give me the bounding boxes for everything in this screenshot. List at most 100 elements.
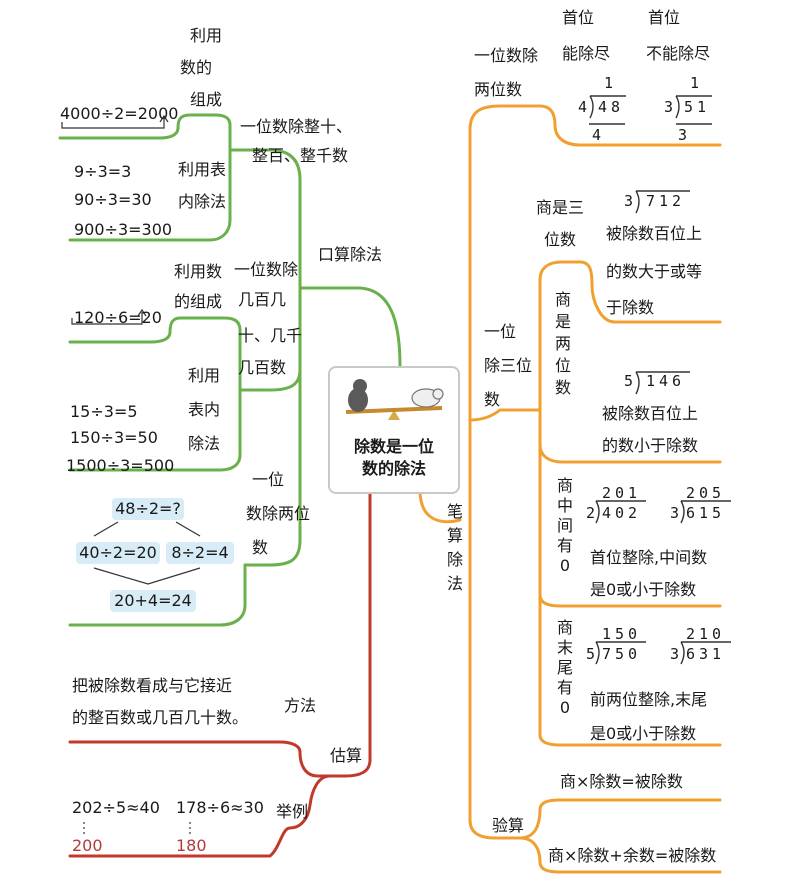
c2-label-3: 两 bbox=[554, 334, 571, 353]
c3-div2-divisor: 3 bbox=[670, 504, 680, 522]
c1-label-2: 位数 bbox=[544, 230, 577, 249]
c3-div1-quotient: 201 bbox=[602, 484, 642, 502]
div1-divisor: 4 bbox=[578, 98, 588, 116]
oral-b1-sub2-example-2: 90÷3=30 bbox=[74, 190, 152, 209]
check-formula-2: 商×除数+余数=被除数 bbox=[548, 846, 717, 865]
c3-label-4: 有 bbox=[556, 536, 573, 555]
oral-b2-label-1: 一位数除 bbox=[234, 260, 299, 279]
c4-label-3: 尾 bbox=[556, 658, 573, 677]
oral-b1-sub2-label-1: 利用表 bbox=[178, 160, 227, 179]
c2-label-4: 位 bbox=[554, 356, 571, 375]
estimate-example-label: 举例 bbox=[276, 802, 309, 821]
oral-b2-sub2-example-2: 150÷3=50 bbox=[70, 428, 158, 447]
c1-label-1: 商是三 bbox=[536, 198, 585, 217]
div2-product: 3 bbox=[678, 126, 688, 144]
oral-b3-top-box: 48÷2=? bbox=[112, 498, 184, 520]
oral-b2-sub2-label-3: 除法 bbox=[188, 434, 221, 453]
two-digit-label-2: 两位数 bbox=[474, 80, 523, 99]
two-digit-col2-title-1: 首位 bbox=[648, 8, 681, 27]
c4-text-1: 前两位整除,末尾 bbox=[590, 690, 708, 709]
three-digit-label-2: 除三位 bbox=[484, 356, 533, 375]
c2-divisor: 5 bbox=[624, 372, 634, 390]
c4-div2-divisor: 3 bbox=[670, 645, 680, 663]
c1-text-1: 被除数百位上 bbox=[606, 224, 703, 243]
estimate-example-2-approx: 180 bbox=[176, 836, 207, 855]
oral-b2-sub2-example-1: 15÷3=5 bbox=[70, 402, 138, 421]
estimate-method-label: 方法 bbox=[284, 696, 317, 715]
oral-b1-sub2-label-2: 内除法 bbox=[178, 192, 227, 211]
c4-label-1: 商 bbox=[556, 618, 573, 637]
oral-b1-sub1-label-2: 数的 bbox=[180, 58, 213, 77]
oral-b2-sub2-example-3: 1500÷3=500 bbox=[66, 456, 175, 475]
oral-b1-sub1-label-1: 利用 bbox=[190, 26, 223, 45]
c1-dividend: 712 bbox=[646, 192, 686, 210]
div2-divisor: 3 bbox=[664, 98, 674, 116]
check-formula-1: 商×除数=被除数 bbox=[560, 772, 683, 791]
div1-product: 4 bbox=[592, 126, 602, 144]
oral-b2-sub1-example: 120÷6=20 bbox=[74, 308, 162, 327]
c2-label-5: 数 bbox=[554, 378, 571, 397]
center-title: 除数是一位 数的除法 bbox=[353, 437, 434, 478]
estimate-example-1: 202÷5≈40 bbox=[72, 798, 160, 817]
three-digit-label-3: 数 bbox=[484, 390, 501, 409]
oral-b3-right-box: 8÷2=4 bbox=[166, 542, 234, 564]
oral-b2-label-4: 几百数 bbox=[238, 358, 287, 377]
div2-dividend: 51 bbox=[684, 98, 711, 116]
estimate-label: 估算 bbox=[330, 746, 363, 765]
c3-text-2: 是0或小于除数 bbox=[590, 580, 697, 599]
dog-sheep-seesaw-icon bbox=[345, 379, 444, 420]
oral-b2-sub2-label-1: 利用 bbox=[188, 366, 221, 385]
c1-text-3: 于除数 bbox=[606, 298, 655, 317]
written-label-2: 算 bbox=[446, 526, 463, 545]
c2-text-2: 的数小于除数 bbox=[602, 436, 699, 455]
c4-label-4: 有 bbox=[556, 678, 573, 697]
c4-text-2: 是0或小于除数 bbox=[590, 724, 697, 743]
c4-div1-divisor: 5 bbox=[586, 645, 596, 663]
oral-b1-label-1: 一位数除整十、 bbox=[240, 117, 353, 136]
c3-div1-divisor: 2 bbox=[586, 504, 596, 522]
c1-divisor: 3 bbox=[624, 192, 634, 210]
oral-b3-bottom-box: 20+4=24 bbox=[110, 590, 196, 612]
oral-b3-label-2: 数除两位 bbox=[246, 504, 311, 523]
c4-div1-dividend: 750 bbox=[602, 645, 642, 663]
estimate-example-1-approx: 200 bbox=[72, 836, 103, 855]
c3-label-1: 商 bbox=[556, 476, 573, 495]
div1-quotient: 1 bbox=[604, 74, 614, 92]
oral-b1-sub2-example-1: 9÷3=3 bbox=[74, 162, 132, 181]
oral-b2-label-3: 十、几千 bbox=[238, 326, 303, 345]
c2-label-1: 商 bbox=[554, 290, 571, 309]
oral-b1-label-2: 整百、整千数 bbox=[252, 146, 349, 165]
c3-label-3: 间 bbox=[556, 516, 573, 535]
div1-dividend: 48 bbox=[598, 98, 625, 116]
oral-label: 口算除法 bbox=[318, 245, 383, 264]
c3-div1-dividend: 402 bbox=[602, 504, 642, 522]
estimate-example-2: 178÷6≈30 bbox=[176, 798, 264, 817]
two-digit-col1-title-2: 能除尽 bbox=[562, 44, 611, 63]
c3-label-5: 0 bbox=[559, 556, 571, 575]
three-digit-label-1: 一位 bbox=[484, 322, 517, 341]
c3-text-1: 首位整除,中间数 bbox=[590, 548, 708, 567]
c4-label-2: 末 bbox=[556, 638, 573, 657]
div2-quotient: 1 bbox=[690, 74, 700, 92]
c1-text-2: 的数大于或等 bbox=[606, 262, 703, 281]
c4-div2-dividend: 631 bbox=[686, 645, 726, 663]
c2-dividend: 146 bbox=[646, 372, 686, 390]
c3-div2-dividend: 615 bbox=[686, 504, 726, 522]
written-label-4: 法 bbox=[446, 574, 463, 593]
oral-b2-sub2-label-2: 表内 bbox=[188, 400, 221, 419]
oral-b3-label-3: 数 bbox=[252, 538, 269, 557]
two-digit-label-1: 一位数除 bbox=[474, 46, 539, 65]
written-label-1: 笔 bbox=[446, 502, 463, 521]
c2-text-1: 被除数百位上 bbox=[602, 404, 699, 423]
oral-b2-sub1-label-2: 的组成 bbox=[174, 292, 223, 311]
check-label: 验算 bbox=[492, 816, 525, 835]
c3-label-2: 中 bbox=[556, 496, 573, 515]
center-node: 除数是一位 数的除法 bbox=[328, 366, 460, 494]
c4-div1-quotient: 150 bbox=[602, 625, 642, 643]
oral-b1-sub1-label-3: 组成 bbox=[190, 90, 223, 109]
two-digit-col1-title-1: 首位 bbox=[562, 8, 595, 27]
c2-label-2: 是 bbox=[554, 312, 571, 331]
estimate-method-text-1: 把被除数看成与它接近 bbox=[72, 676, 233, 695]
oral-b3-left-box: 40÷2=20 bbox=[76, 542, 160, 564]
